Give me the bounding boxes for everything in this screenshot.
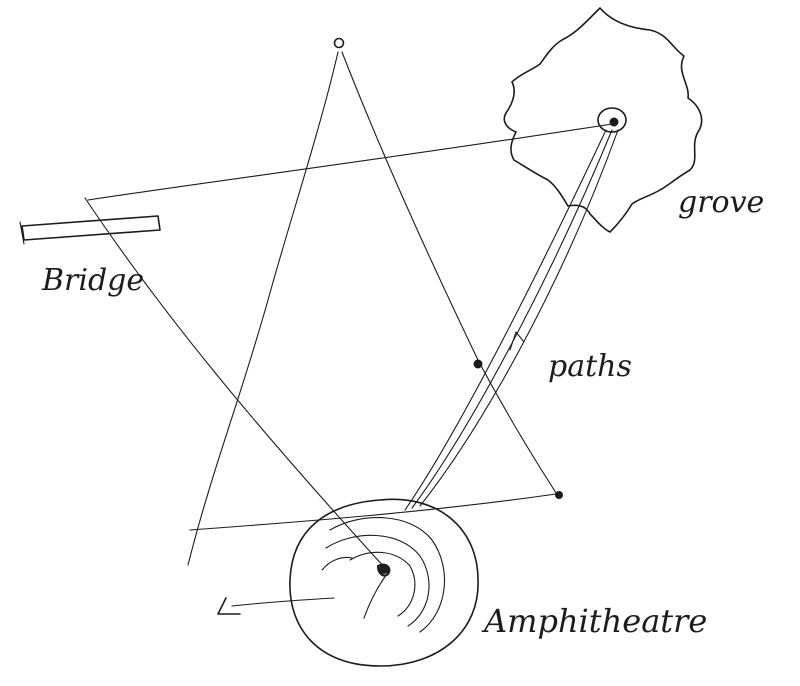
amphitheatre-ring-5 — [321, 556, 353, 571]
amphitheatre-ring-2 — [329, 517, 445, 633]
left-pointer — [217, 597, 335, 615]
triangle-apex-point — [333, 37, 345, 49]
bridge-grove-line — [87, 123, 613, 201]
grove-symbol — [503, 7, 703, 233]
grove-center-ring — [597, 107, 627, 133]
grove-outline — [503, 7, 703, 233]
grove-label: grove — [678, 185, 764, 220]
paths-label: paths — [548, 349, 632, 384]
bridge-amphitheatre-line — [84, 197, 386, 569]
amphitheatre-center-point — [379, 564, 389, 574]
grove-center-point — [609, 117, 619, 127]
triangle-right-point — [555, 491, 563, 499]
paths-symbol — [404, 129, 619, 511]
path-line-mid — [411, 129, 613, 509]
bridge-symbol — [19, 215, 161, 245]
bridge-end-tick — [19, 221, 25, 245]
left-pointer-line — [231, 597, 335, 607]
amphitheatre-outer-ring — [289, 498, 479, 667]
triangle-right-edge — [341, 51, 559, 497]
amphitheatre-inner-stroke — [363, 569, 391, 619]
amphitheatre-ring-3 — [325, 534, 430, 627]
path-line-left — [404, 129, 607, 511]
site-triangle — [187, 37, 563, 566]
path-line-right — [419, 129, 619, 507]
amphitheatre-symbol — [289, 498, 479, 667]
left-pointer-mark — [217, 597, 241, 615]
paths-pointer-arrow — [509, 331, 525, 351]
amphitheatre-ring-4 — [349, 551, 416, 617]
bridge-rectangle — [21, 215, 161, 241]
amphitheatre-label: Amphitheatre — [481, 602, 707, 640]
triangle-left-edge — [187, 51, 339, 566]
bridge-label: Bridge — [41, 263, 144, 298]
triangle-base-edge — [189, 493, 557, 531]
paths-crossing-point — [473, 359, 483, 369]
